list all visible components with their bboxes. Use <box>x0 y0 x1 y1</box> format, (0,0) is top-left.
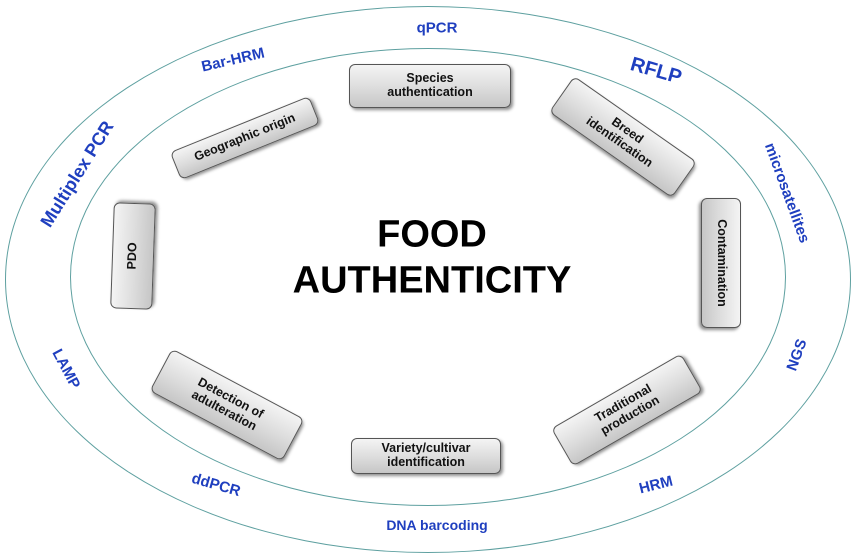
diagram-title: FOOD AUTHENTICITY <box>292 213 572 302</box>
method-qpcr: qPCR <box>416 19 458 37</box>
app-pdo: PDO <box>110 202 156 310</box>
inner-ring <box>70 48 786 506</box>
app-variety-cultivar-identification: Variety/cultivar identification <box>351 438 501 474</box>
method-dna-barcoding: DNA barcoding <box>386 517 488 533</box>
app-contamination: Contamination <box>701 198 741 328</box>
app-species-authentication: Species authentication <box>349 64 511 108</box>
outer-ring <box>5 6 851 553</box>
